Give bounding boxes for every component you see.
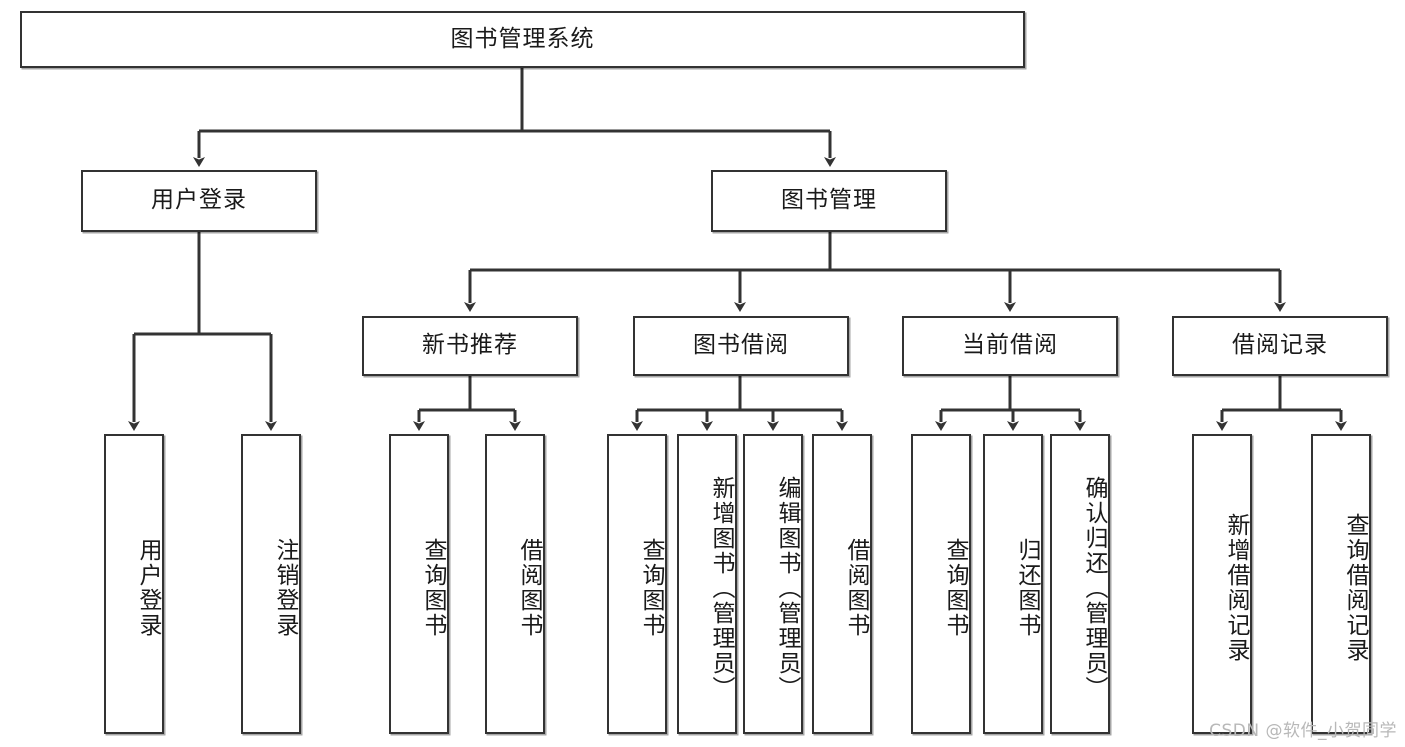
node-borrow-record-label: 借阅记录: [1232, 332, 1328, 359]
node-leaf-return-book-label: 归还图书: [1014, 538, 1040, 638]
node-book-borrow[interactable]: 图书借阅: [633, 316, 849, 376]
watermark-text: CSDN @软件_小贺同学: [1209, 721, 1397, 741]
node-root-label: 图书管理系统: [450, 25, 595, 52]
node-leaf-add-book-label: 新增图书（管理员）: [708, 475, 734, 701]
node-book-borrow-label: 图书借阅: [693, 332, 789, 359]
node-leaf-query-record-label: 查询借阅记录: [1342, 513, 1368, 663]
node-leaf-add-record[interactable]: 新增借阅记录: [1192, 434, 1252, 734]
node-leaf-add-book[interactable]: 新增图书（管理员）: [677, 434, 737, 734]
node-leaf-borrow-book-2[interactable]: 借阅图书: [812, 434, 872, 734]
node-book-manage[interactable]: 图书管理: [711, 170, 947, 232]
node-leaf-query-book-2[interactable]: 查询图书: [607, 434, 667, 734]
node-leaf-user-login-label: 用户登录: [135, 538, 161, 638]
node-new-book-recommend[interactable]: 新书推荐: [362, 316, 578, 376]
node-borrow-record[interactable]: 借阅记录: [1172, 316, 1388, 376]
node-new-book-recommend-label: 新书推荐: [422, 332, 518, 359]
node-leaf-query-book-3[interactable]: 查询图书: [911, 434, 971, 734]
node-leaf-edit-book[interactable]: 编辑图书（管理员）: [743, 434, 803, 734]
node-leaf-borrow-book-1-label: 借阅图书: [516, 538, 542, 638]
node-user-login[interactable]: 用户登录: [81, 170, 317, 232]
node-leaf-logout[interactable]: 注销登录: [241, 434, 301, 734]
node-leaf-add-record-label: 新增借阅记录: [1223, 513, 1249, 663]
node-current-borrow-label: 当前借阅: [962, 332, 1058, 359]
node-leaf-user-login[interactable]: 用户登录: [104, 434, 164, 734]
node-leaf-logout-label: 注销登录: [272, 538, 298, 638]
node-user-login-label: 用户登录: [151, 187, 247, 214]
node-leaf-edit-book-label: 编辑图书（管理员）: [774, 475, 800, 701]
node-leaf-borrow-book-2-label: 借阅图书: [843, 538, 869, 638]
node-leaf-borrow-book-1[interactable]: 借阅图书: [485, 434, 545, 734]
node-book-manage-label: 图书管理: [781, 187, 877, 214]
node-leaf-return-book[interactable]: 归还图书: [983, 434, 1043, 734]
node-leaf-query-record[interactable]: 查询借阅记录: [1311, 434, 1371, 734]
node-leaf-query-book-3-label: 查询图书: [942, 538, 968, 638]
node-root[interactable]: 图书管理系统: [20, 11, 1025, 68]
node-current-borrow[interactable]: 当前借阅: [902, 316, 1118, 376]
node-leaf-query-book-2-label: 查询图书: [638, 538, 664, 638]
node-leaf-confirm-return[interactable]: 确认归还（管理员）: [1050, 434, 1110, 734]
node-leaf-query-book-1-label: 查询图书: [420, 538, 446, 638]
node-leaf-query-book-1[interactable]: 查询图书: [389, 434, 449, 734]
node-leaf-confirm-return-label: 确认归还（管理员）: [1081, 475, 1107, 701]
